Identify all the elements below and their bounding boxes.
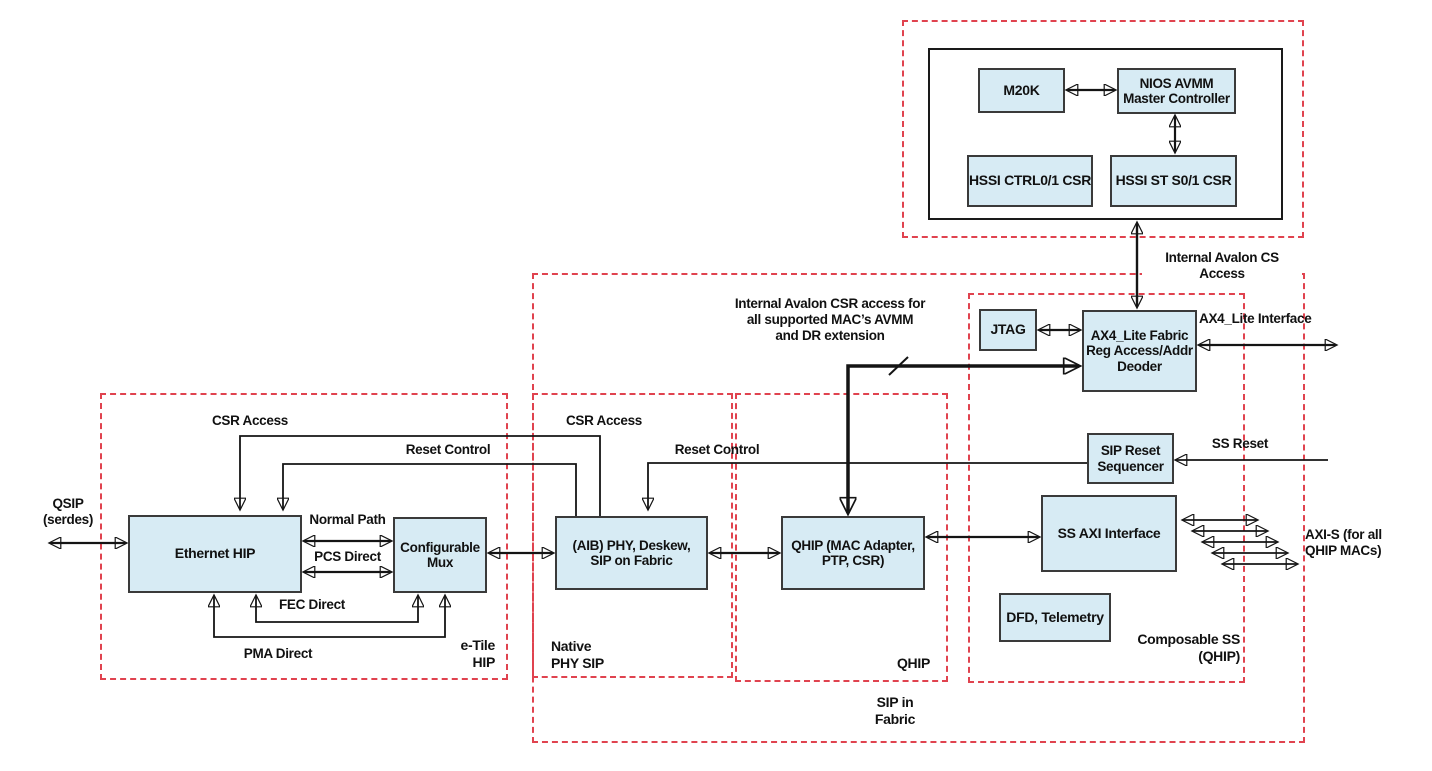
box-configurable-mux: Configurable Mux — [393, 517, 487, 593]
box-sip-reset-sequencer: SIP Reset Sequencer — [1087, 433, 1174, 484]
label-region-sip-in-fabric: SIP in Fabric — [874, 694, 916, 727]
box-ax4-decoder: AX4_Lite Fabric Reg Access/Addr Deoder — [1082, 310, 1197, 392]
label-csr-access-native: CSR Access — [565, 413, 643, 428]
label-pcs-direct: PCS Direct — [314, 549, 381, 564]
box-ethernet-hip-label: Ethernet HIP — [174, 545, 256, 562]
box-nios-avmm: NIOS AVMM Master Controller — [1117, 68, 1236, 114]
box-ethernet-hip: Ethernet HIP — [128, 515, 302, 593]
box-ax4-decoder-label: AX4_Lite Fabric Reg Access/Addr Deoder — [1086, 327, 1193, 374]
label-region-etile-hip: e-Tile HIP — [460, 637, 495, 670]
box-aib-phy: (AIB) PHY, Deskew, SIP on Fabric — [555, 516, 708, 590]
label-qsip-serdes: QSIP (serdes) — [42, 496, 94, 527]
label-ax4-lite-interface: AX4_Lite Interface — [1199, 311, 1312, 326]
box-sip-reset-sequencer-label: SIP Reset Sequencer — [1097, 443, 1164, 474]
box-configurable-mux-label: Configurable Mux — [400, 539, 480, 570]
label-region-native-phy-sip: Native PHY SIP — [551, 638, 604, 671]
box-dfd-telemetry-label: DFD, Telemetry — [1006, 608, 1104, 625]
region-etile-hip — [100, 393, 508, 680]
hssi-controller-group-box — [928, 48, 1283, 220]
label-ss-reset: SS Reset — [1211, 436, 1269, 451]
label-reset-control-native: Reset Control — [674, 442, 760, 457]
label-pma-direct: PMA Direct — [243, 646, 313, 661]
label-region-composable-ss: Composable SS (QHIP) — [1137, 631, 1240, 664]
box-qhip-mac-label: QHIP (MAC Adapter, PTP, CSR) — [791, 537, 915, 568]
label-region-qhip: QHIP — [896, 655, 930, 671]
box-hssi-st-csr-label: HSSI ST S0/1 CSR — [1115, 172, 1232, 189]
box-jtag-label: JTAG — [990, 321, 1026, 338]
box-aib-phy-label: (AIB) PHY, Deskew, SIP on Fabric — [572, 537, 691, 568]
box-hssi-ctrl-csr-label: HSSI CTRL0/1 CSR — [969, 172, 1091, 189]
label-internal-avalon-cs: Internal Avalon CS Access — [1142, 250, 1302, 282]
label-normal-path: Normal Path — [309, 512, 386, 527]
box-hssi-st-csr: HSSI ST S0/1 CSR — [1110, 155, 1237, 207]
box-jtag: JTAG — [979, 309, 1037, 351]
box-ss-axi-interface: SS AXI Interface — [1041, 495, 1177, 572]
box-dfd-telemetry: DFD, Telemetry — [999, 593, 1111, 642]
region-hssi-top — [902, 20, 1304, 238]
box-m20k: M20K — [978, 68, 1065, 113]
box-ss-axi-interface-label: SS AXI Interface — [1057, 524, 1161, 541]
label-axi-s: AXI-S (for all QHIP MACs) — [1305, 527, 1382, 558]
box-qhip-mac: QHIP (MAC Adapter, PTP, CSR) — [781, 516, 925, 590]
label-fec-direct: FEC Direct — [278, 597, 346, 612]
box-m20k-label: M20K — [1003, 81, 1040, 98]
region-native-phy-sip — [532, 393, 733, 678]
box-nios-avmm-label: NIOS AVMM Master Controller — [1123, 75, 1230, 106]
label-internal-avalon-csr: Internal Avalon CSR access for all suppo… — [734, 296, 926, 343]
box-hssi-ctrl-csr: HSSI CTRL0/1 CSR — [967, 155, 1093, 207]
label-csr-access-etile: CSR Access — [211, 413, 289, 428]
label-reset-control-etile: Reset Control — [405, 442, 491, 457]
